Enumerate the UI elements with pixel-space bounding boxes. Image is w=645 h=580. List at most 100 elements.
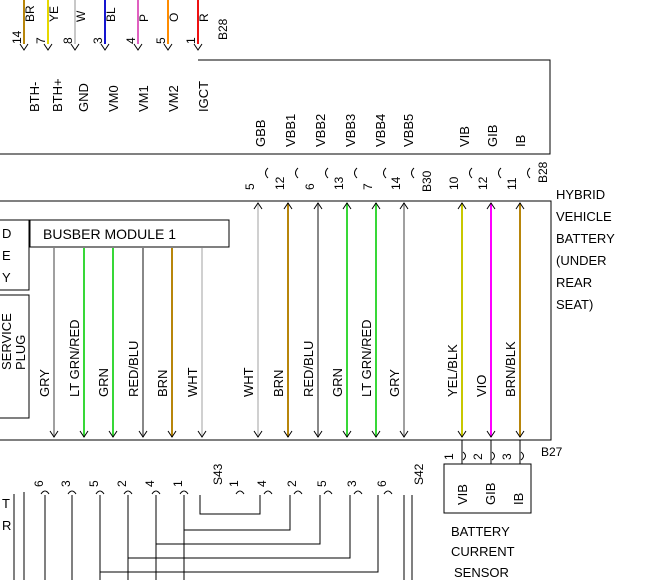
sensor-signal-gib: GIB [483, 483, 498, 505]
joint-mid-pin-5: 6 [375, 480, 389, 487]
b27-pins: 1 2 3 [442, 440, 524, 464]
battery-label-3: GRN [330, 368, 345, 397]
busbar-module-box [29, 219, 230, 248]
top-wire-color-5: O [167, 13, 181, 22]
busbar-arrow-1 [79, 430, 89, 438]
busbar-arrow-2 [108, 430, 118, 438]
ecu-right-pin-7: 12 [476, 176, 490, 190]
connector-b28-top: B28 [216, 18, 230, 40]
signal-vbb5: VBB5 [401, 114, 416, 147]
ecu-right-pin-2: 6 [303, 183, 317, 190]
b27-bracket-1 [491, 451, 495, 461]
battery-top-arrow-7 [486, 202, 496, 210]
sensor-signal-vib: VIB [455, 484, 470, 505]
signal-bth-plus: BTH+ [50, 78, 65, 112]
ecu-right-pin-8: 11 [505, 177, 519, 190]
b27-pin-2: 3 [500, 453, 514, 460]
b27-pin-0: 1 [442, 453, 456, 460]
busbar-label-3: RED/BLU [126, 341, 141, 397]
top-pin-number-5: 5 [154, 37, 168, 44]
top-pin-mark-5 [163, 43, 173, 51]
busbar-module-label: BUSBER MODULE 1 [43, 226, 176, 242]
battery-arrow-3 [342, 430, 352, 438]
battery-arrow-2 [313, 430, 323, 438]
joint-connector-s43: S43 [211, 463, 225, 485]
ecu-right-bracket-0 [265, 167, 269, 179]
top-pin-mark-1 [43, 43, 53, 51]
joint-left-pin-5: 1 [171, 480, 185, 487]
battery-label-1: BRN [271, 370, 286, 397]
signal-vbb4: VBB4 [373, 114, 388, 147]
signal-vbb2: VBB2 [313, 114, 328, 147]
joint-connector-s42: S42 [412, 463, 426, 485]
busbar-arrow-5 [197, 430, 207, 438]
joint-mid-bracket-2 [293, 490, 303, 495]
ecu-right-bracket-6 [469, 167, 473, 179]
service-plug-text-1: SERVICE [0, 313, 14, 370]
busbar-arrow-0 [49, 430, 59, 438]
battery-current-sensor-box [443, 463, 532, 514]
signal-vm2: VM2 [166, 85, 181, 112]
sensor-signal-ib: IB [511, 493, 526, 505]
service-plug-box [0, 294, 30, 419]
battery-top-arrow-3 [342, 202, 352, 210]
battery-label: HYBRID VEHICLE BATTERY (UNDER REAR SEAT) [556, 187, 615, 312]
top-pin-mark-3 [100, 43, 110, 51]
busbar-arrow-4 [167, 430, 177, 438]
sensor-label-line-1: BATTERY [451, 524, 510, 539]
battery-arrow-8 [515, 430, 525, 438]
battery-top-arrow-1 [283, 202, 293, 210]
signal-vbb3: VBB3 [343, 114, 358, 147]
top-pin-number-2: 8 [61, 37, 75, 44]
joint-left-pin-4: 4 [143, 480, 157, 487]
signal-gib: GIB [485, 125, 500, 147]
signal-vib: VIB [457, 126, 472, 147]
ecu-right-pin-5: 14 [389, 176, 403, 190]
top-pin-mark-0 [19, 43, 29, 51]
ecu-right-bracket-3 [354, 167, 358, 179]
busbar-arrow-3 [138, 430, 148, 438]
battery-top-arrow-6 [457, 202, 467, 210]
battery-label-7: VIO [474, 375, 489, 397]
joint-loop-wiring [13, 492, 413, 580]
joint-left-pin-3: 2 [115, 480, 129, 487]
battery-label-8: BRN/BLK [503, 341, 518, 397]
top-pin-number-0: 14 [10, 30, 24, 44]
top-pin-number-4: 4 [124, 37, 138, 44]
top-wire-color-1: YE [47, 6, 61, 22]
service-plug-text-2: PLUG [13, 335, 28, 370]
battery-arrow-5 [399, 430, 409, 438]
ecu-right-pin-4: 7 [361, 183, 375, 190]
busbar-label-4: BRN [155, 370, 170, 397]
left-box-text-2: E [2, 248, 11, 263]
b27-bracket-0 [462, 451, 466, 461]
joint-left-bracket-3 [123, 490, 133, 495]
signal-vm0: VM0 [106, 85, 121, 112]
ecu-box-outline [0, 59, 551, 155]
joint-mid-bracket-1 [263, 490, 273, 495]
top-pin-mark-2 [70, 43, 80, 51]
battery-label-line-6: SEAT) [556, 297, 593, 312]
battery-top-arrow-8 [515, 202, 525, 210]
ecu-right-bracket-4 [383, 167, 387, 179]
battery-label-4: LT GRN/RED [359, 319, 374, 397]
top-wire-color-4: P [137, 14, 151, 22]
ecu-right-bracket-2 [325, 167, 329, 179]
bottom-left-text-1: T [2, 496, 10, 511]
connector-b30: B30 [420, 170, 434, 192]
battery-arrow-0 [253, 430, 263, 438]
b27-pin-1: 2 [471, 453, 485, 460]
battery-top-arrow-2 [313, 202, 323, 210]
signal-bth-minus: BTH- [27, 82, 42, 112]
joint-mid-pin-0: 1 [227, 480, 241, 487]
ecu-right-bracket-8 [527, 167, 531, 179]
signal-vbb1: VBB1 [283, 114, 298, 147]
top-pin-mark-6 [193, 43, 203, 51]
busbar-label-0: GRY [37, 369, 52, 397]
signal-ib: IB [513, 135, 528, 147]
busbar-label-5: WHT [185, 367, 200, 397]
